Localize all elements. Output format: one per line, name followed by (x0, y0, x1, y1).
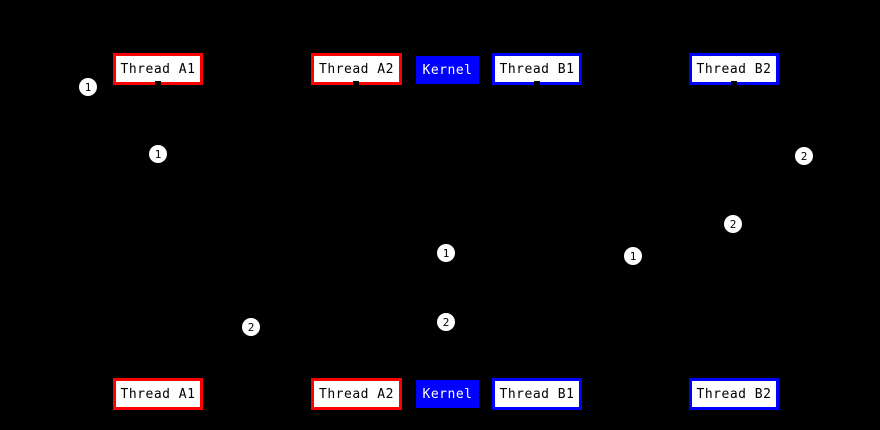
lifeline-foot-thread-b1: Thread B1 (492, 378, 582, 410)
lifeline-stub (534, 81, 540, 88)
lifeline-head-thread-a1: Thread A1 (113, 53, 203, 85)
step-badge: 1 (624, 247, 642, 265)
lifeline-foot-kernel: Kernel (416, 380, 479, 408)
step-badge: 2 (242, 318, 260, 336)
lifeline-stub (353, 81, 359, 88)
lifeline-stub (731, 81, 737, 88)
lifeline-foot-thread-a2: Thread A2 (311, 378, 402, 410)
lifeline-head-thread-b1: Thread B1 (492, 53, 582, 85)
step-badge: 2 (795, 147, 813, 165)
lifeline-stub (155, 81, 161, 88)
step-badge: 1 (437, 244, 455, 262)
step-badge: 2 (724, 215, 742, 233)
step-badge: 1 (149, 145, 167, 163)
lifeline-head-kernel: Kernel (416, 56, 479, 84)
step-badge: 2 (437, 313, 455, 331)
step-badge: 1 (79, 78, 97, 96)
lifeline-foot-thread-b2: Thread B2 (689, 378, 779, 410)
lifeline-foot-thread-a1: Thread A1 (113, 378, 203, 410)
